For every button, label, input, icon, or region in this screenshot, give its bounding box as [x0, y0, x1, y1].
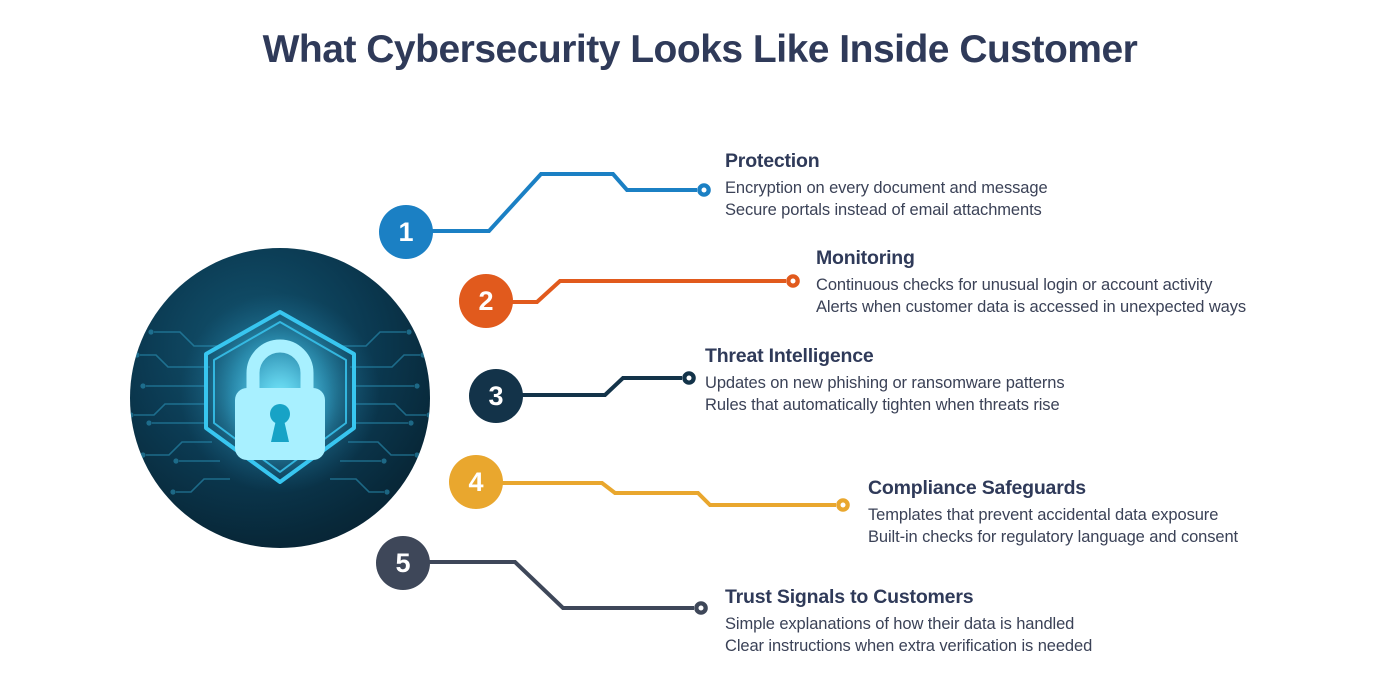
- security-circle-graphic: [130, 248, 430, 548]
- step-description-line: Continuous checks for unusual login or a…: [816, 276, 1213, 294]
- step-number: 1: [398, 216, 414, 247]
- step-marker-1: 1: [379, 205, 433, 259]
- connector-endpoint-hole: [840, 502, 846, 508]
- connector-line-5: [428, 560, 694, 610]
- step-description-line: Simple explanations of how their data is…: [725, 615, 1075, 633]
- step-number: 3: [488, 380, 504, 411]
- connector-endpoint-hole: [790, 278, 796, 284]
- connector-endpoint-hole: [698, 605, 704, 611]
- step-marker-5: 5: [376, 536, 430, 590]
- connector-line-4: [501, 481, 836, 507]
- step-number: 4: [468, 466, 484, 497]
- connector-line-3: [521, 376, 682, 397]
- step-title: Trust Signals to Customers: [725, 586, 974, 608]
- connector-endpoint-hole: [701, 187, 707, 193]
- shield-lock-icon: [130, 248, 430, 548]
- step-marker-4: 4: [449, 455, 503, 509]
- step-description-line: Secure portals instead of email attachme…: [725, 200, 1042, 219]
- step-description-line: Templates that prevent accidental data e…: [868, 506, 1219, 524]
- step-description-line: Clear instructions when extra verificati…: [725, 636, 1093, 655]
- keyhole: [270, 404, 290, 424]
- step-description-line: Rules that automatically tighten when th…: [705, 395, 1060, 414]
- step-number: 5: [395, 547, 411, 578]
- step-marker-3: 3: [469, 369, 523, 423]
- step-marker-2: 2: [459, 274, 513, 328]
- step-title: Protection: [725, 150, 820, 172]
- connector-line-2: [511, 279, 786, 304]
- step-title: Threat Intelligence: [705, 345, 874, 367]
- step-number: 2: [478, 285, 494, 316]
- step-description-line: Encryption on every document and message: [725, 179, 1048, 197]
- step-title: Monitoring: [816, 247, 915, 269]
- step-title: Compliance Safeguards: [868, 477, 1086, 499]
- connector-line-1: [432, 172, 697, 233]
- connector-endpoint-hole: [686, 375, 692, 381]
- step-description-line: Alerts when customer data is accessed in…: [816, 297, 1247, 316]
- step-description-line: Built-in checks for regulatory language …: [868, 527, 1239, 546]
- page-title: What Cybersecurity Looks Like Inside Cus…: [262, 28, 1138, 71]
- padlock-icon: [224, 339, 336, 462]
- step-description-line: Updates on new phishing or ransomware pa…: [705, 374, 1065, 392]
